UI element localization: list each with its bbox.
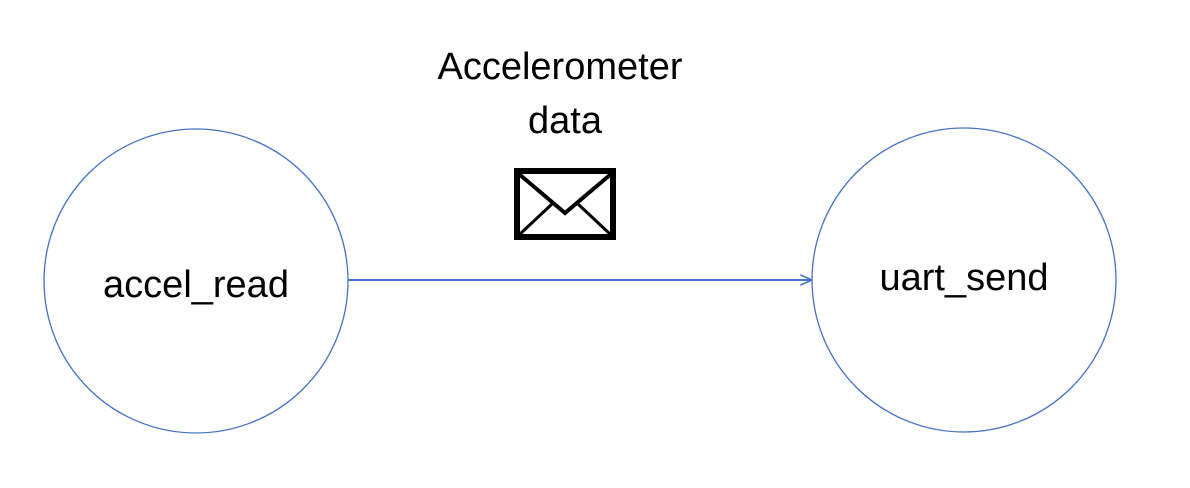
node-accel-read-label: accel_read — [103, 264, 289, 306]
message-label: Accelerometer data — [438, 46, 683, 142]
message-label-line2: data — [528, 100, 603, 142]
node-accel-read: accel_read — [43, 128, 349, 434]
envelope-icon — [514, 168, 616, 240]
message-label-line1: Accelerometer — [438, 46, 683, 88]
node-uart-send: uart_send — [811, 127, 1117, 433]
node-uart-send-label: uart_send — [879, 257, 1048, 299]
